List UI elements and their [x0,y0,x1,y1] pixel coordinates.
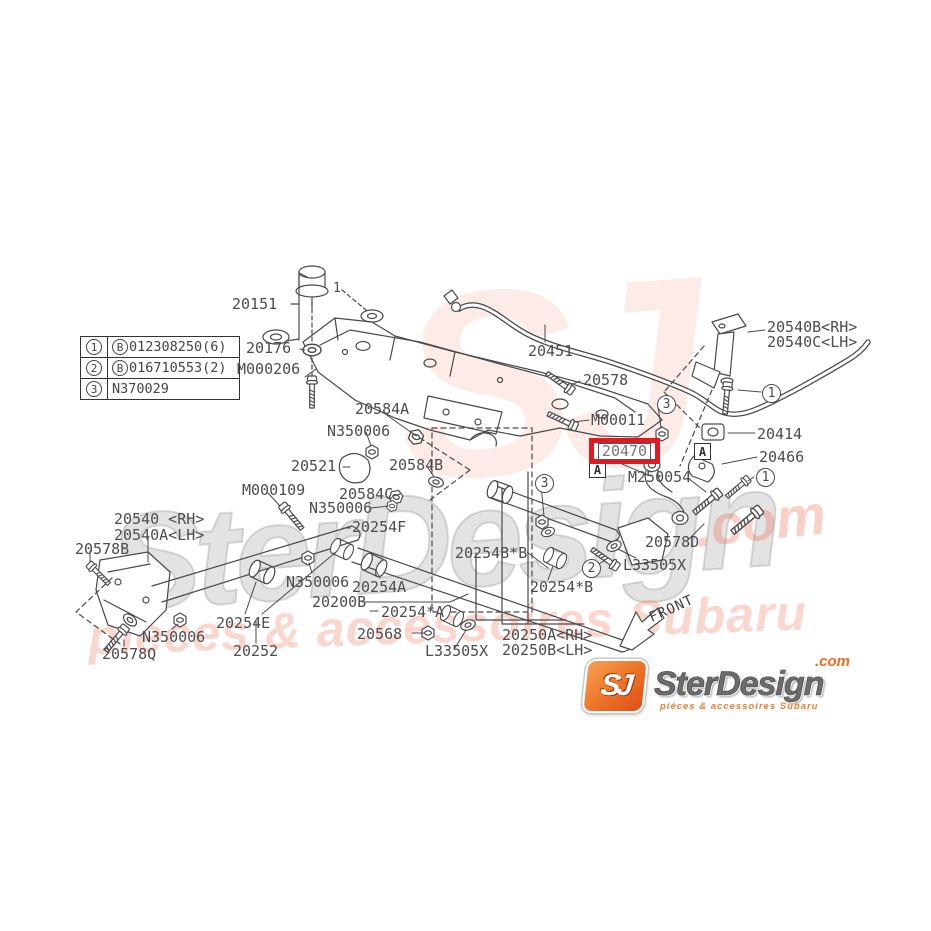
front-lateral-link-drawing [475,471,624,625]
part-label-20250b-lh: 20250B<LH> [502,641,593,659]
part-label-20540a-lh: 20540A<LH> [114,526,205,544]
part-label-20578q: 20578Q [102,645,157,663]
front-arrow [619,607,665,651]
mid-hardware-drawing [276,343,471,533]
circle-marker-1b: 1 [756,468,775,487]
part-label-20254b-star-b: 20254B*B [455,544,528,562]
legend-num-circle: 2 [86,360,102,376]
part-label-20578d: 20578D [645,533,700,551]
part-label-20540c-lh: 20540C<LH> [767,333,858,351]
part-label-20254-star-a: 20254*A [381,603,445,621]
part-label-20578b: 20578B [75,540,130,558]
part-label-m250054: M250054 [628,468,692,486]
part-label-20252: 20252 [233,642,279,660]
part-label-20451: 20451 [528,342,574,360]
part-label-20578: 20578 [583,371,629,389]
part-label-20254a: 20254A [352,578,407,596]
part-label-20200b: 20200B [312,593,367,611]
part-label-m000206: M000206 [237,360,301,378]
brand-logo-tagline: pièces & accessoires Subaru [660,701,819,712]
part-label-20584c: 20584C [339,485,394,503]
legend-code: 016710553(2) [129,360,227,376]
part-label-n350006-2: N350006 [309,499,373,517]
legend-prefix-circle: B [112,360,128,376]
circle-marker-3a: 3 [657,395,676,414]
legend-row: 3 N370029 [81,379,239,399]
part-label-20466: 20466 [759,448,805,466]
part-label-20254f: 20254F [352,518,407,536]
part-label-20568: 20568 [357,625,403,643]
brand-logo-icon: SJ [581,659,649,713]
legend-code: 012308250(6) [129,339,227,355]
trailing-arm-drawing [75,525,361,655]
part-label-m000109: M000109 [242,481,306,499]
subframe-drawing [262,309,663,447]
part-label-20540b-rh: 20540B<RH> [767,318,858,336]
leader-lines [89,324,766,649]
dashed-alignment-box [431,427,533,613]
stabilizer-bar-drawing [443,289,871,417]
mount-bushing-drawing [285,265,367,401]
part-label-20521: 20521 [291,457,337,475]
brand-logo-tld: .com [814,653,850,670]
legend-num-circle: 1 [86,339,102,355]
part-label-20250a-rh: 20250A<RH> [502,626,593,644]
highlight-box-20470: 20470 [589,438,660,464]
brand-logo-name: SterDesign [654,665,825,704]
legend-num-circle: 3 [86,381,102,397]
circle-marker-3b: 3 [535,474,554,493]
part-label-n350006-1: N350006 [327,422,391,440]
part-label-n350006-3: N350006 [286,573,350,591]
part-label-20584b: 20584B [389,456,444,474]
part-label-20254-star-b: 20254*B [530,578,594,596]
brand-logo: SJ SterDesign .com pièces & accessoires … [581,653,852,723]
part-label-20176: 20176 [246,339,292,357]
marker-plain-1: 1 [333,281,341,296]
part-label-20414: 20414 [757,425,803,443]
stabilizer-bracket-drawing [663,313,753,502]
brand-logo-monogram: SJ [598,669,632,702]
part-label-m00011: M00011 [591,411,646,429]
callout-a-box-2: A [694,443,711,460]
circle-marker-2: 2 [582,559,601,578]
part-label-20254e: 20254E [216,614,271,632]
part-label-l33505x-2: L33505X [623,556,687,574]
legend-prefix-circle: B [112,339,128,355]
part-label-20151: 20151 [232,295,278,313]
legend-code: N370029 [112,381,169,397]
part-label-n350006-4: N350006 [142,628,206,646]
circle-marker-1a: 1 [762,384,781,403]
part-label-20470: 20470 [597,442,652,460]
part-label-l33505x-1: L33505X [425,642,489,660]
stabilizer-link-drawing [543,368,766,566]
part-label-20540-rh: 20540 <RH> [114,510,205,528]
part-label-20584a: 20584A [355,400,410,418]
